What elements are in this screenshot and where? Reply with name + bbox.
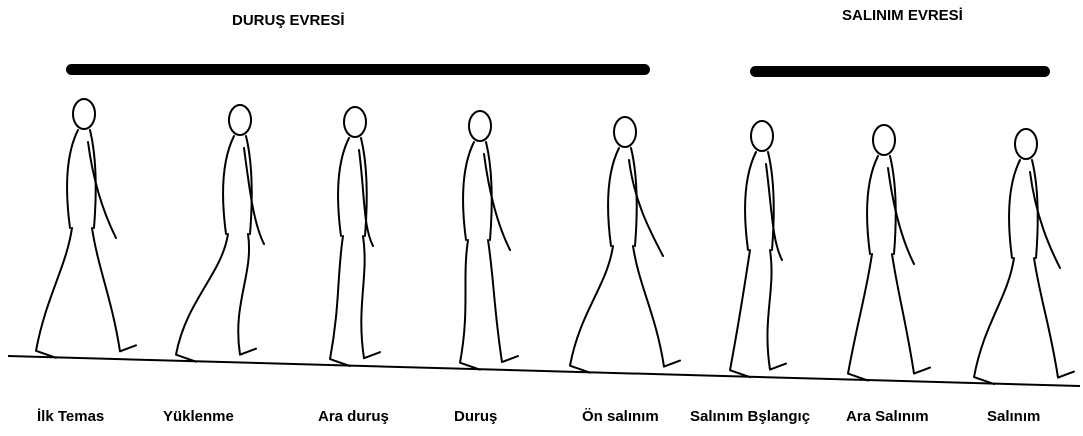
head <box>469 111 491 141</box>
head <box>73 99 95 129</box>
figure-terminal-stance <box>460 111 518 370</box>
torso <box>867 156 896 254</box>
head <box>1015 129 1037 159</box>
torso <box>463 142 492 240</box>
stage-label-initial-swing: Salınım Bşlangıç <box>690 408 810 425</box>
stage-label-mid-swing: Ara Salınım <box>846 408 929 425</box>
front-leg <box>892 254 930 374</box>
figure-pre-swing <box>570 117 680 373</box>
back-leg <box>974 258 1014 384</box>
stage-label-terminal-swing: Salınım <box>987 408 1040 425</box>
head <box>873 125 895 155</box>
torso <box>1009 160 1038 258</box>
arm <box>484 154 510 250</box>
head <box>614 117 636 147</box>
stage-label-mid-stance: Ara duruş <box>318 408 389 425</box>
walking-figures <box>36 99 1074 384</box>
arm <box>629 160 663 256</box>
stage-label-pre-swing: Ön salınım <box>582 408 659 425</box>
back-leg <box>460 240 480 370</box>
torso <box>223 136 252 234</box>
back-leg <box>36 228 72 358</box>
stage-label-terminal-stance: Duruş <box>454 408 497 425</box>
figure-mid-swing <box>848 125 930 381</box>
stage-label-loading-response: Yüklenme <box>163 408 234 425</box>
back-leg <box>730 250 750 377</box>
back-leg <box>176 234 228 362</box>
torso <box>67 130 96 228</box>
arm <box>888 168 914 264</box>
front-leg <box>1034 258 1074 378</box>
figure-loading-response <box>176 105 264 362</box>
front-leg <box>92 228 136 351</box>
head <box>344 107 366 137</box>
figure-mid-stance <box>330 107 380 366</box>
front-leg <box>633 246 680 367</box>
head <box>751 121 773 151</box>
figure-initial-contact <box>36 99 136 358</box>
arm <box>88 142 116 238</box>
front-leg <box>767 250 786 370</box>
front-leg <box>238 234 256 355</box>
figure-terminal-swing <box>974 129 1074 384</box>
figure-initial-swing <box>730 121 786 377</box>
back-leg <box>330 236 350 366</box>
back-leg <box>848 254 872 381</box>
front-leg <box>488 240 518 362</box>
stage-label-initial-contact: İlk Temas <box>37 408 104 425</box>
front-leg <box>361 236 380 358</box>
back-leg <box>570 246 613 373</box>
arm <box>1030 172 1060 268</box>
arm <box>244 148 264 244</box>
torso <box>608 148 637 246</box>
head <box>229 105 251 135</box>
